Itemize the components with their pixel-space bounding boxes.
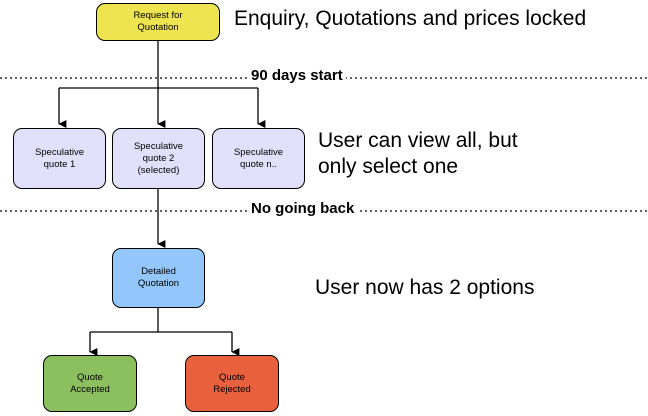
- node-quote-rejected[interactable]: Quote Rejected: [185, 355, 279, 412]
- node-specn-line1: Speculative: [233, 146, 284, 158]
- annotation-view-all-select-one: User can view all, but only select one: [318, 129, 518, 178]
- node-speculative-quote-1[interactable]: Speculative quote 1: [13, 128, 106, 189]
- node-spec1-line2: quote 1: [43, 158, 76, 170]
- node-spec2-line3: (selected): [137, 164, 180, 176]
- node-detailed-quotation[interactable]: Detailed Quotation: [112, 248, 205, 308]
- node-specn-line2: quote n..: [240, 158, 277, 170]
- node-spec2-line2: quote 2: [142, 152, 175, 164]
- node-speculative-quote-2-selected[interactable]: Speculative quote 2 (selected): [112, 128, 205, 189]
- node-accepted-line2: Accepted: [70, 383, 110, 395]
- node-rfq-line1: Request for: [133, 10, 183, 21]
- node-spec2-line1: Speculative: [133, 140, 184, 152]
- node-accepted-line1: Quote: [77, 371, 103, 383]
- annotation-enquiry-locked: Enquiry, Quotations and prices locked: [234, 7, 587, 30]
- node-spec1-line1: Speculative: [34, 146, 85, 158]
- node-rejected-line2: Rejected: [213, 383, 251, 395]
- node-quote-accepted[interactable]: Quote Accepted: [43, 355, 137, 412]
- node-speculative-quote-n[interactable]: Speculative quote n..: [212, 128, 305, 189]
- node-rejected-line1: Quote: [219, 371, 245, 383]
- phase-label-90-days-start: 90 days start: [248, 67, 346, 84]
- node-detailed-line1: Detailed: [141, 266, 176, 277]
- node-request-for-quotation[interactable]: Request for Quotation: [96, 3, 220, 41]
- annotation-two-options: User now has 2 options: [315, 276, 535, 299]
- node-detailed-line2: Quotation: [137, 278, 180, 289]
- node-rfq-line2: Quotation: [137, 22, 179, 33]
- phase-label-no-going-back: No going back: [248, 200, 358, 217]
